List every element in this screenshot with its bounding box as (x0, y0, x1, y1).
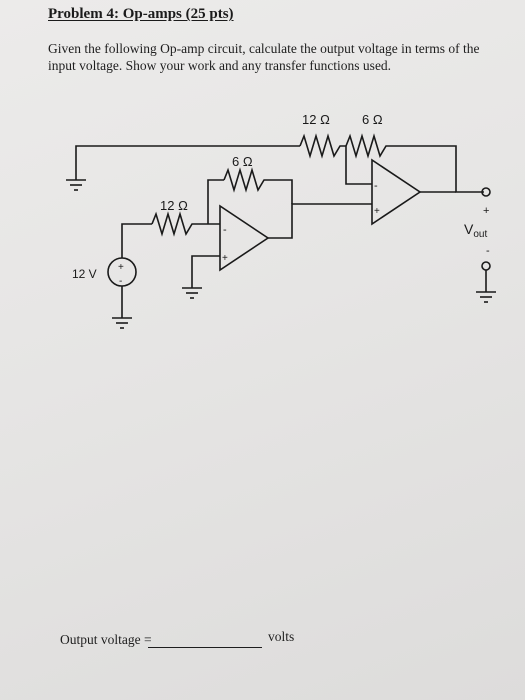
opamp-1-to-opamp-2-wire (268, 203, 372, 239)
label-feedback-6-ohm: 6 Ω (232, 154, 253, 169)
source-plus-sign: + (118, 262, 124, 273)
label-top-12-ohm: 12 Ω (302, 112, 330, 127)
opamp-1-plus: + (222, 253, 228, 264)
vout-plus-sign: + (483, 205, 489, 217)
label-top-6-ohm: 6 Ω (362, 112, 383, 127)
opamp-1-triangle (219, 204, 270, 272)
label-input-12-ohm: 12 Ω (160, 198, 188, 213)
vout-minus-terminal (481, 261, 491, 271)
source-ground-symbol (112, 317, 132, 329)
source-voltage-label: 12 V (72, 267, 97, 281)
top-rail-wire (75, 145, 300, 172)
feedback-path-opamp-1 (207, 179, 224, 224)
vout-plus-terminal (481, 187, 491, 197)
input-source-wire (121, 223, 152, 258)
opamp-1-minus: - (223, 224, 227, 236)
feedback-output-wire (400, 145, 484, 193)
resistor-input-12-ohm (151, 211, 220, 237)
opamp-2-plus: + (374, 206, 380, 217)
left-ground-symbol (66, 172, 86, 191)
resistor-top-6-ohm (345, 133, 400, 159)
output-voltage-blank[interactable] (148, 647, 262, 648)
output-ground-symbol (476, 270, 496, 303)
top-junction-wire (345, 146, 372, 185)
opamp-1-ground-symbol (182, 287, 202, 299)
output-voltage-label: Output voltage = (60, 632, 152, 647)
resistor-top-12-ohm (299, 133, 346, 159)
resistor-feedback-6-ohm (223, 167, 293, 204)
problem-instructions: Given the following Op-amp circuit, calc… (48, 41, 480, 73)
problem-title: Problem 4: Op-amps (25 pts) (48, 6, 234, 22)
vout-label: Vout (464, 221, 487, 240)
opamp-2-minus: - (374, 180, 378, 192)
source-minus-sign: - (119, 276, 122, 287)
vout-minus-sign: - (486, 245, 490, 257)
opamp-2-triangle (371, 158, 422, 226)
output-voltage-unit: volts (268, 629, 295, 644)
opamp-1-ground-wire (191, 255, 220, 288)
